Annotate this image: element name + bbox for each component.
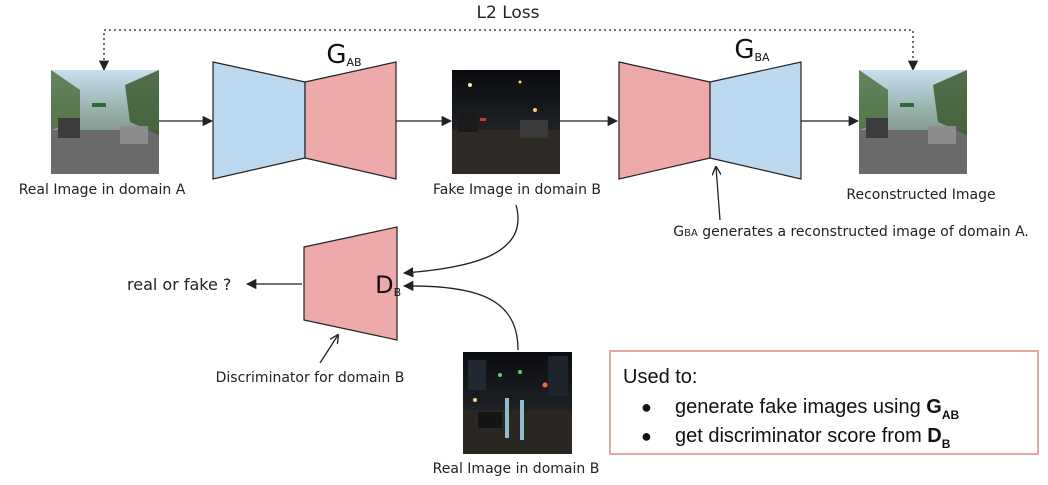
bullet-icon: ●	[641, 397, 652, 417]
usage-note-box: Used to: ● generate fake images using GA…	[609, 350, 1039, 455]
gab-letter: G	[326, 40, 346, 70]
gba-note-sub: BA	[684, 228, 698, 239]
usage-item-sub: B	[941, 437, 951, 451]
fake-image-b	[452, 70, 560, 174]
usage-item-bold: G	[926, 396, 942, 418]
arrow-realb-to-db	[402, 280, 519, 351]
usage-item-text: generate fake images using	[675, 396, 927, 418]
usage-list: ● generate fake images using GAB ● get d…	[611, 393, 959, 451]
reconstructed-caption: Reconstructed Image	[846, 187, 995, 203]
usage-item: ● get discriminator score from DB	[611, 422, 959, 451]
gba-note-rest: generates a reconstructed image of domai…	[698, 224, 1029, 240]
gba-letter: G	[734, 35, 754, 65]
real-image-a	[51, 70, 159, 174]
l2-loss-connector	[98, 29, 919, 72]
generator-gba	[618, 61, 802, 180]
real-image-b	[463, 352, 572, 454]
usage-item: ● generate fake images using GAB	[611, 393, 959, 422]
discriminator-db	[303, 226, 398, 341]
db-letter: D	[375, 271, 393, 299]
arrow-disc-note	[319, 335, 338, 364]
gba-label: GBA	[693, 35, 794, 68]
bullet-icon: ●	[641, 426, 652, 446]
l2-loss-label: L2 Loss	[477, 3, 540, 23]
gba-note: GBA generates a reconstructed image of d…	[651, 224, 1042, 240]
usage-title: Used to:	[623, 366, 698, 388]
disc-note: Discriminator for domain B	[216, 370, 405, 386]
reconstructed-image	[859, 70, 967, 174]
arrow-fake-to-db	[402, 204, 519, 278]
generator-gab	[212, 61, 397, 180]
usage-item-bold: D	[927, 425, 942, 447]
usage-item-sub: AB	[941, 408, 960, 422]
usage-item-text: get discriminator score from	[675, 425, 928, 447]
gba-note-prefix: G	[673, 224, 684, 240]
gba-sub: BA	[754, 51, 770, 64]
real-image-a-caption: Real Image in domain A	[19, 182, 186, 198]
arrow-gba-note	[716, 167, 720, 221]
fake-image-b-caption: Fake Image in domain B	[433, 182, 601, 198]
gab-sub: AB	[346, 56, 361, 69]
real-image-b-caption: Real Image in domain B	[433, 461, 600, 477]
db-sub: B	[394, 286, 402, 299]
gab-label: GAB	[285, 40, 386, 73]
db-label: DB	[337, 271, 424, 302]
output-label: real or fake ?	[127, 275, 231, 294]
